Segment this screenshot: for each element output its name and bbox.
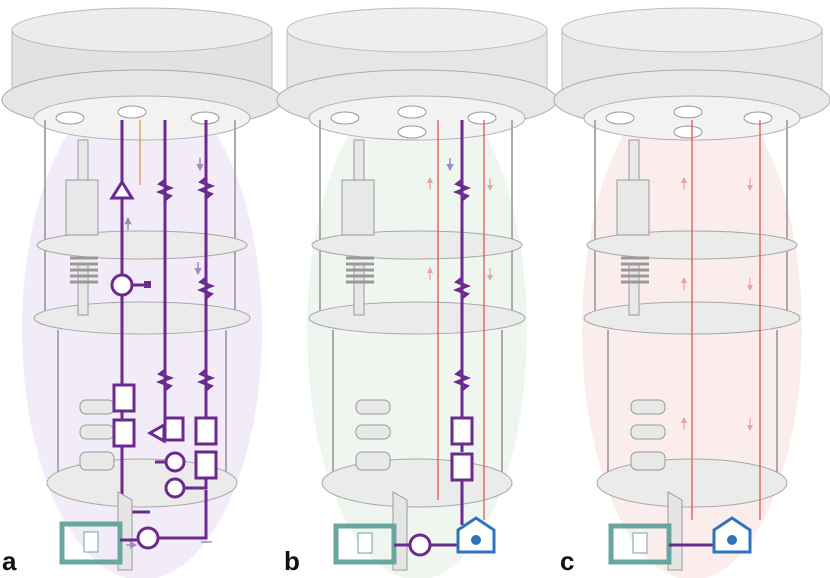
isolator-icon [194,450,218,480]
attenuator-icon [155,178,175,202]
panel-c: c [553,7,830,578]
circulator-icon [110,273,134,297]
amplifier-icon [109,179,135,200]
panel-a: a [1,7,283,578]
panel-label-c: c [560,546,574,576]
panel-b: b [276,7,558,578]
panel-label-b: b [284,546,300,576]
filter-icon [112,383,136,413]
panel-label-a: a [2,546,17,576]
